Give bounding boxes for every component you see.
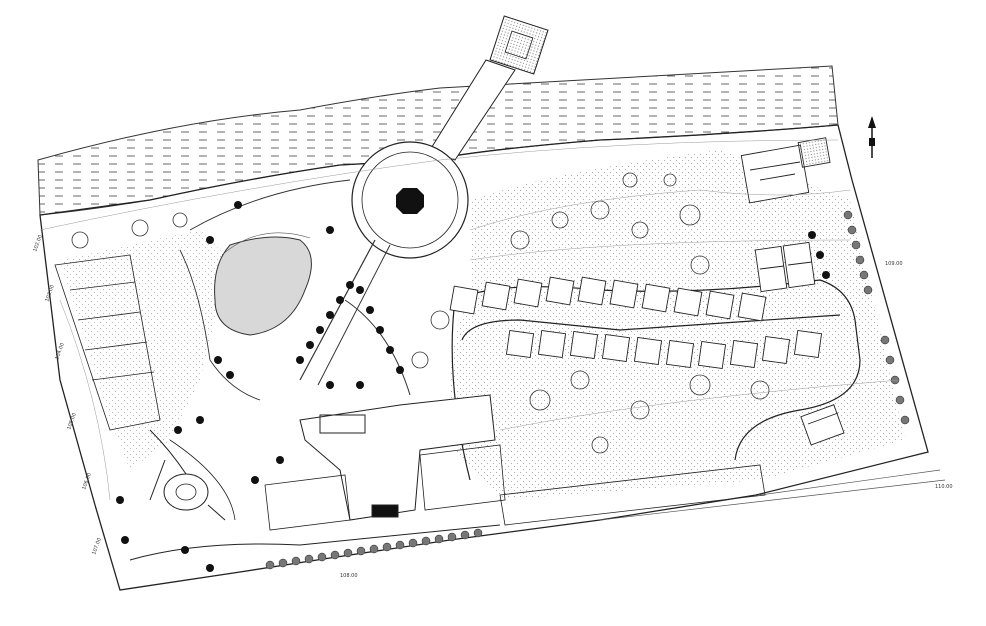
main-building — [299, 394, 496, 521]
building-bottom-right — [800, 404, 845, 446]
roundabout — [149, 429, 236, 521]
circular-plaza — [351, 141, 469, 259]
hedge-row — [265, 528, 483, 570]
contour-label: 105.00 — [66, 412, 78, 430]
contour-lines — [39, 139, 901, 501]
lawn-left — [60, 230, 230, 470]
walkway-curve — [189, 179, 351, 231]
jetty — [429, 15, 549, 161]
tennis-courts — [754, 241, 816, 293]
lawn-right — [450, 150, 905, 500]
contour-label: 104.00 — [54, 342, 66, 360]
palm-trees — [116, 201, 830, 572]
contour-label: 106.00 — [81, 472, 93, 490]
contour-label: 107.00 — [91, 537, 103, 555]
villa-row-lower — [505, 329, 823, 370]
road-edge — [599, 469, 946, 521]
pond — [214, 236, 312, 336]
contour-label: 102.00 — [32, 234, 44, 252]
hedge-row-right — [843, 210, 910, 425]
site-boundary — [39, 124, 929, 591]
parking-left — [54, 254, 161, 431]
octagon-gazebo-icon — [396, 188, 424, 214]
jetty-pavilion — [489, 15, 549, 75]
villa-row-upper — [449, 276, 767, 322]
contour-label: 110.00 — [935, 484, 953, 490]
building-top-right — [740, 137, 831, 204]
contour-label: 103.00 — [44, 284, 56, 302]
contour-label: 109.00 — [885, 261, 903, 267]
contour-label: 108.00 — [340, 573, 358, 579]
tree-symbol-icon — [234, 201, 242, 209]
parking-bottom — [264, 444, 766, 531]
walkway-diagonal — [299, 239, 376, 381]
north-arrow-icon — [868, 116, 876, 158]
tree-canopies — [71, 172, 770, 454]
entrance-road — [129, 524, 501, 561]
